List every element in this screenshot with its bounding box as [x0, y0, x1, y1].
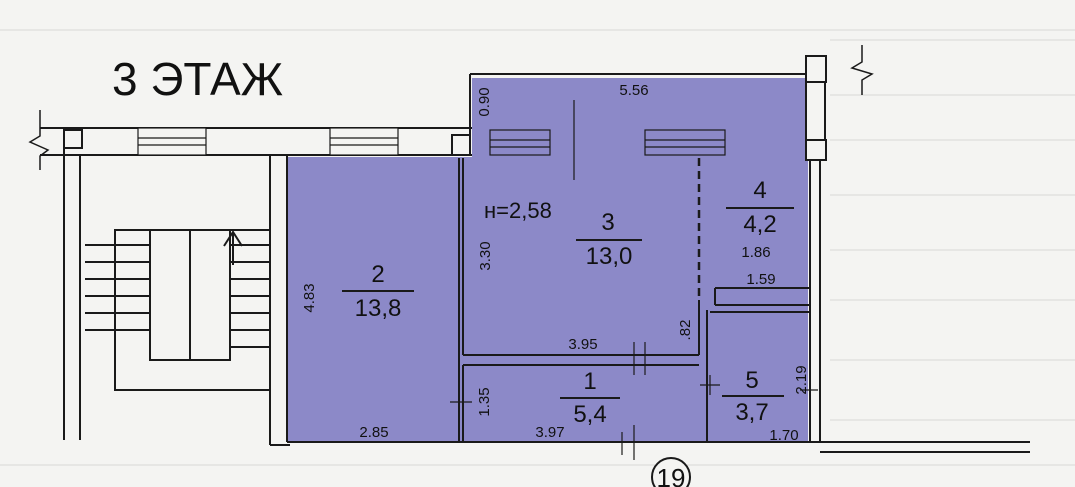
dim-room3-height: 3.30 — [477, 241, 494, 270]
apartment-area — [287, 78, 808, 441]
room-4-fill — [699, 157, 808, 441]
room-5-label: 5 3,7 — [722, 367, 784, 426]
room-number: 2 — [371, 261, 384, 288]
room-area: 4,2 — [743, 211, 776, 238]
ceiling-height: н=2,58 — [484, 198, 552, 223]
dim-balcony-length: 5.56 — [619, 82, 648, 99]
dim-room5-height: 2.19 — [793, 365, 810, 394]
dim-room2-height: 4.83 — [301, 283, 318, 312]
room-2-fill — [287, 157, 459, 441]
dim-room3-width: 3.95 — [568, 336, 597, 353]
axis-marker-label: 19 — [657, 463, 686, 487]
axis-marker-circle — [651, 457, 691, 487]
walls — [40, 60, 1030, 453]
columns — [63, 55, 827, 161]
dim-passage-width: .82 — [677, 320, 694, 341]
balcony-fill — [472, 78, 806, 157]
dim-room1-height: 1.35 — [476, 387, 493, 416]
room-4-label: 4 4,2 — [726, 177, 794, 238]
tick-marks — [450, 100, 818, 460]
room-number: 4 — [753, 177, 766, 204]
room-2-label: 2 13,8 — [342, 261, 414, 322]
room-3-fill — [459, 157, 699, 441]
room-number: 3 — [601, 209, 614, 236]
dim-room1-width: 3.97 — [535, 424, 564, 441]
dim-balcony-depth: 0.90 — [476, 87, 493, 116]
room-1-label: 1 5,4 — [560, 368, 620, 428]
room-number: 1 — [583, 368, 596, 395]
dim-room4-width: 1.86 — [741, 244, 770, 261]
room-3-label: 3 13,0 — [576, 209, 642, 270]
room-area: 13,8 — [355, 295, 402, 322]
background-document-lines — [0, 29, 1075, 466]
room-area: 13,0 — [586, 243, 633, 270]
staircase — [85, 229, 271, 391]
room-number: 5 — [745, 367, 758, 394]
dim-room2-width: 2.85 — [359, 424, 388, 441]
break-symbols — [28, 45, 874, 170]
room-area: 3,7 — [735, 399, 768, 426]
dim-niche-width: 1.59 — [746, 271, 775, 288]
dim-room5-width: 1.70 — [769, 427, 798, 444]
windows — [137, 127, 726, 156]
floor-title: 3 ЭТАЖ — [112, 53, 283, 105]
room-area: 5,4 — [573, 401, 606, 428]
dimensions: 0.90 5.56 4.83 2.85 3.30 3.95 1.86 1.59 … — [301, 82, 810, 444]
